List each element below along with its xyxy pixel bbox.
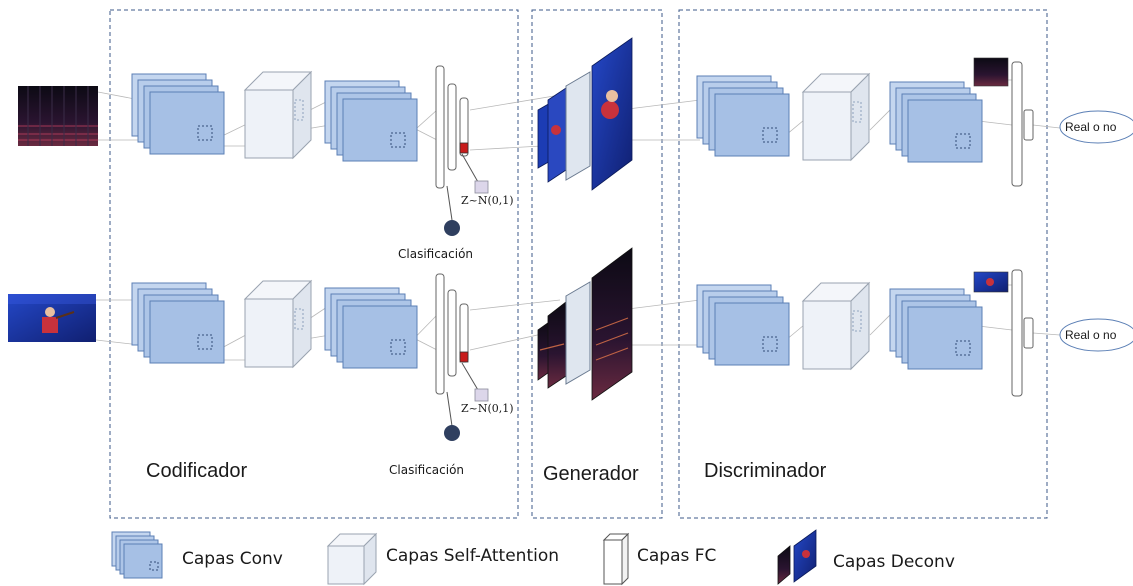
fc-layer-discriminator-bottom-1 bbox=[1011, 269, 1023, 397]
conv-layer-encoder-bottom-2 bbox=[324, 287, 418, 369]
classification-label-top: Clasificación bbox=[398, 247, 474, 261]
legend-attention-icon bbox=[326, 532, 378, 586]
deconv-layers-generator-top bbox=[537, 37, 633, 191]
output-label-top: Real o no bbox=[1065, 120, 1117, 134]
conv-layer-encoder-top-2 bbox=[324, 80, 418, 162]
generator-section-label: Generador bbox=[543, 463, 639, 485]
conv-layer-discriminator-bottom-1 bbox=[696, 284, 790, 366]
generator-box bbox=[531, 9, 663, 519]
z-distribution-label-bottom: Z~N(0,1) bbox=[461, 402, 514, 415]
legend-conv-label: Capas Conv bbox=[182, 549, 283, 569]
output-label-bottom: Real o no bbox=[1065, 328, 1117, 342]
attention-layer-encoder-top bbox=[244, 71, 312, 159]
conv-layer-discriminator-top-1 bbox=[696, 75, 790, 157]
attention-layer-encoder-bottom bbox=[244, 280, 312, 368]
legend-deconv-label: Capas Deconv bbox=[833, 552, 955, 572]
input-video-frame-image bbox=[8, 294, 96, 342]
conv-layer-discriminator-top-2 bbox=[889, 81, 983, 163]
noise-sample-icon-bottom bbox=[474, 388, 489, 402]
noise-sample-icon-top bbox=[474, 180, 489, 194]
conv-layer-discriminator-bottom-2 bbox=[889, 288, 983, 370]
attention-layer-discriminator-top bbox=[802, 73, 870, 161]
conv-layer-encoder-bottom-1 bbox=[131, 282, 225, 364]
discriminator-box bbox=[678, 9, 1048, 519]
fc-layer-discriminator-top-1 bbox=[1011, 61, 1023, 187]
classification-node-bottom bbox=[444, 425, 460, 441]
legend-fc-icon bbox=[602, 532, 630, 586]
legend-deconv-icon bbox=[777, 529, 817, 585]
fc-layers-encoder-top bbox=[435, 65, 469, 189]
condition-video-thumb bbox=[973, 271, 1009, 293]
deconv-layers-generator-bottom bbox=[537, 247, 633, 401]
legend-attention-label: Capas Self-Attention bbox=[386, 546, 560, 566]
output-ellipse-bottom bbox=[1059, 318, 1133, 352]
output-ellipse-top bbox=[1059, 110, 1133, 144]
legend-fc-label: Capas FC bbox=[637, 546, 717, 566]
fc-layer-discriminator-top-2 bbox=[1023, 109, 1034, 141]
z-distribution-label-top: Z~N(0,1) bbox=[461, 194, 514, 207]
fc-layers-encoder-bottom bbox=[435, 273, 469, 395]
legend-conv-icon bbox=[111, 531, 163, 579]
conv-layer-encoder-top-1 bbox=[131, 73, 225, 155]
classification-node-top bbox=[444, 220, 460, 236]
fc-layer-discriminator-bottom-2 bbox=[1023, 317, 1034, 349]
encoder-section-label: Codificador bbox=[146, 460, 248, 482]
encoder-box bbox=[109, 9, 519, 519]
discriminator-section-label: Discriminador bbox=[704, 460, 827, 482]
condition-spectrogram-thumb bbox=[973, 57, 1009, 87]
attention-layer-discriminator-bottom bbox=[802, 282, 870, 370]
input-spectrogram-image bbox=[18, 86, 98, 146]
classification-label-bottom: Clasificación bbox=[389, 463, 465, 477]
